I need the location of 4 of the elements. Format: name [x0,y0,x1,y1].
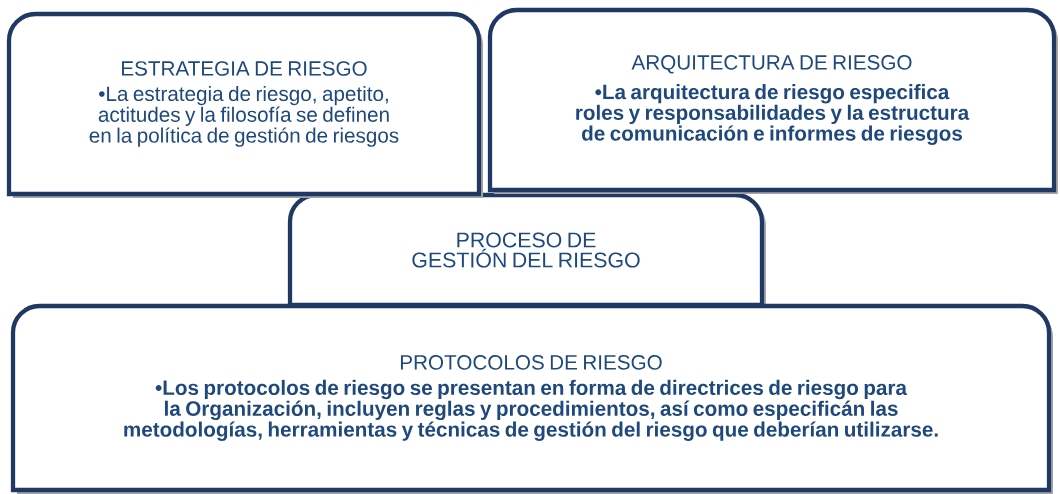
process-box: PROTOCOLOS DE RIESGO •Los protocolos de riesgo se presentan en forma de directrices de riesgo para la Organización, incluyen reglas y procedimientos, así como especificán las metodologías, herramientas y técnicas de gestión del riesgo que deberían utilizarse. [10,303,1053,494]
process-box: ARQUITECTURA DE RIESGO •La arquitectura de riesgo especifica roles y responsabilidades y la estructura de comunicación e informes de riesgos [487,7,1058,194]
process-box: ESTRATEGIA DE RIESGO •La estrategia de riesgo, apetito, actitudes y la filosofía se definen en la política de gestión de riesgos [6,11,483,198]
process-box: PROCESO DE GESTIÓN DEL RIESGO [287,192,766,309]
